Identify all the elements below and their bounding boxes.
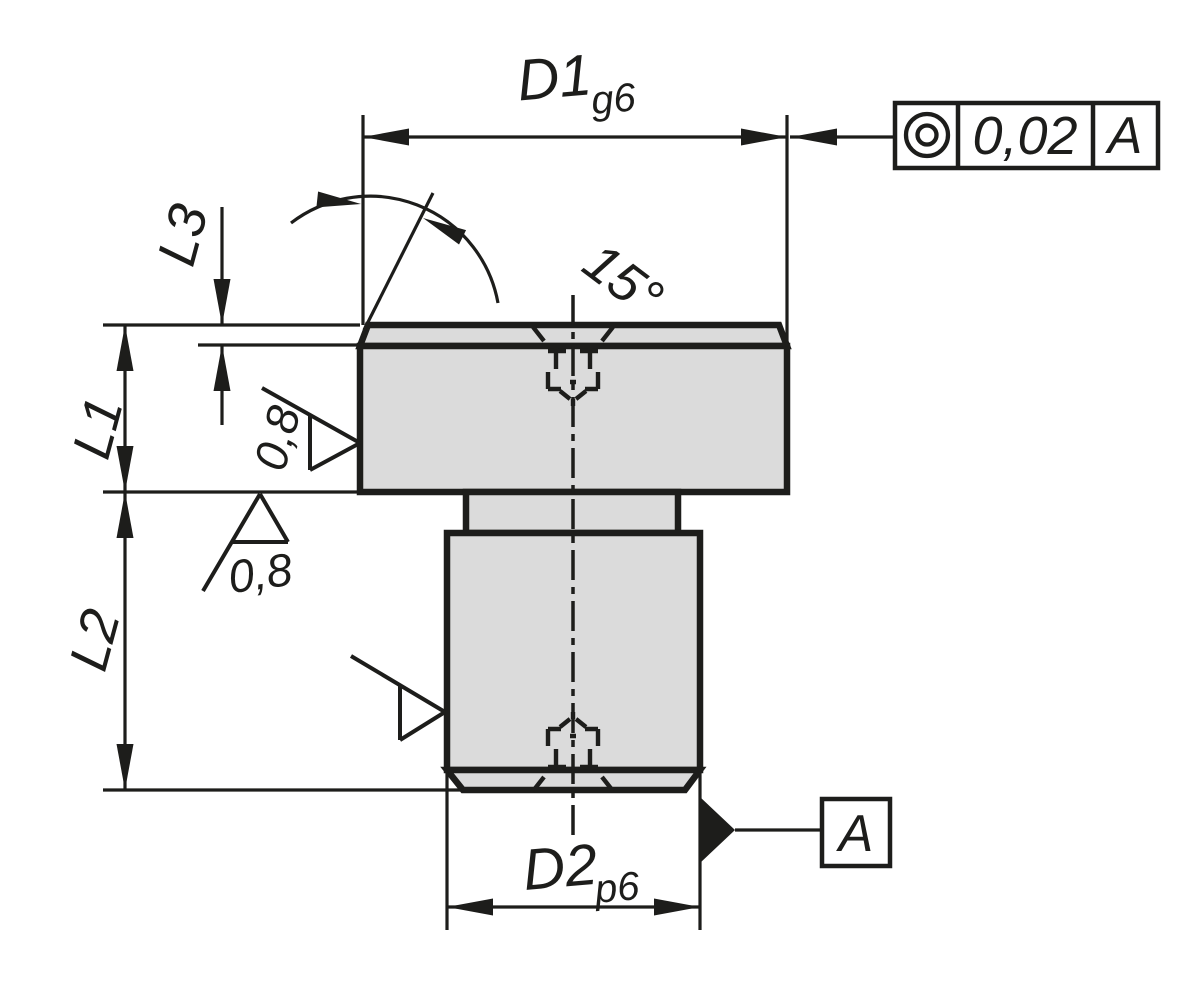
datum-label: A <box>836 805 874 863</box>
fcf-outline <box>892 100 1161 171</box>
d1-arrow-right <box>741 128 787 146</box>
center-drill-hidden-lines <box>531 325 615 791</box>
l3-arrow-top <box>213 279 231 325</box>
angle-arrow-right <box>423 218 467 245</box>
datum-triangle <box>700 797 735 863</box>
l3-arrow-bottom <box>213 345 231 391</box>
angle-label: 15° <box>572 231 673 328</box>
d1-arrow-left <box>363 128 409 146</box>
roughness-head-side-value: 0,8 <box>244 400 311 476</box>
l3-label: L3 <box>146 198 220 272</box>
fcf-datum-ref: A <box>1105 107 1143 165</box>
dimension-lines <box>103 115 895 930</box>
angle-arrow-left <box>316 191 361 208</box>
fcf-leader-arrow <box>791 128 837 146</box>
l2-arrow-bottom <box>116 744 134 790</box>
surface-roughness-symbols <box>201 386 447 742</box>
roughness-head-bottom-value: 0,8 <box>225 543 296 603</box>
d1-fit-label: g6 <box>589 75 638 123</box>
d2-fit-label: p6 <box>592 864 642 912</box>
roughness-symbol-head-bottom <box>201 492 290 593</box>
roughness-symbol-shank <box>349 654 447 742</box>
fcf-tolerance-value: 0,02 <box>972 106 1077 166</box>
arrowheads <box>116 128 837 916</box>
roughness-symbol-head-side <box>261 386 361 472</box>
d2-label: D2 <box>520 832 600 903</box>
chamfer-angle-line <box>362 192 435 331</box>
datum-box <box>819 796 893 869</box>
l1-arrow-bottom <box>116 446 134 492</box>
l2-label: L2 <box>58 603 132 677</box>
l1-arrow-top <box>116 325 134 371</box>
feature-control-frame: 0,02 A <box>892 100 1161 171</box>
center-drill-top <box>531 325 615 406</box>
d2-arrow-left <box>447 898 493 916</box>
concentricity-icon <box>903 111 951 159</box>
d2-arrow-right <box>654 898 700 916</box>
datum-feature: A <box>700 796 893 869</box>
d1-label: D1 <box>515 42 595 113</box>
l2-arrow-top <box>116 492 134 538</box>
angle-arc <box>290 194 500 304</box>
